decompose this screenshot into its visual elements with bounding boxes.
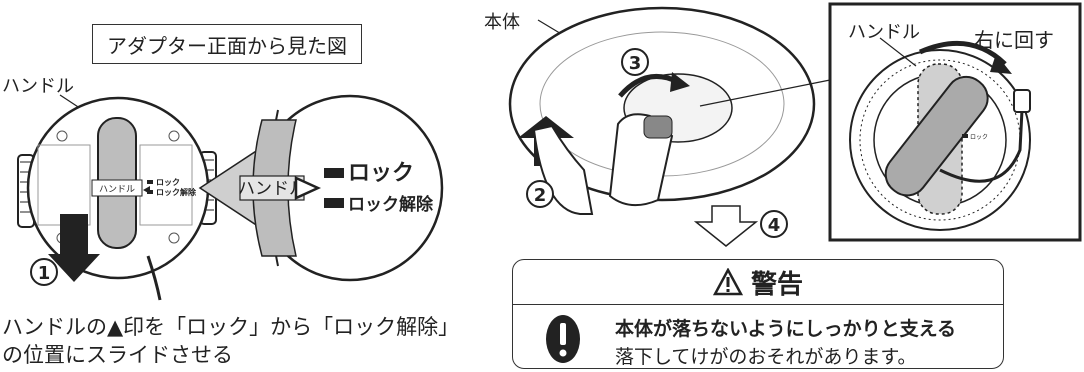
inset-handle-leader [879, 37, 917, 67]
step-2-number: 2 [534, 185, 547, 206]
step-3-badge [621, 48, 649, 76]
screw-icon [56, 130, 68, 142]
warning-normal-text: 落下してけがのおそれがあります。 [615, 346, 917, 368]
step-1-badge [30, 258, 58, 286]
zoom-unlock-marker [324, 198, 344, 208]
instruction-line-1: ハンドルの▲印を「ロック」から「ロック解除」 [2, 315, 460, 339]
screw-icon [168, 130, 180, 142]
inset-rotate-arrowhead-icon [990, 54, 1012, 74]
warning-header: 警告 [513, 260, 1003, 305]
zoom-unlock-label: ロック解除 [348, 194, 434, 215]
step-2-badge [526, 180, 554, 208]
screw-icon [168, 232, 180, 244]
cable [146, 255, 162, 301]
inset-handle [884, 75, 989, 197]
inset-cable [939, 109, 1024, 183]
inset-lock-marker [962, 134, 968, 138]
zoom-lock-marker [324, 168, 344, 178]
unlock-marker-small [147, 190, 153, 194]
down-arrow-icon [48, 214, 100, 282]
step-3-number: 3 [629, 53, 642, 74]
inset-connector [1013, 89, 1031, 113]
step-4-badge [760, 210, 788, 238]
inset-handle-label: ハンドル [848, 22, 920, 43]
warning-body: 本体が落ちないようにしっかりと支える 落下してけがのおそれがあります。 [535, 312, 993, 368]
zoom-handle-label: ハンドル [238, 179, 306, 199]
view-caption: アダプター正面から見た図 [92, 24, 362, 64]
exclamation-icon [546, 315, 580, 363]
zoom-handle-plate [239, 175, 305, 201]
adapter-in-hand [643, 115, 673, 139]
mounting-diagram: 3 2 4 ロック [508, 2, 1082, 247]
inset-pointer [699, 79, 831, 107]
warning-title: 警告 [750, 269, 803, 300]
step-4-number: 4 [768, 215, 781, 236]
warning-box: 警告 本体が落ちないようにしっかりと支える 落下してけがのおそれがあります。 [512, 259, 1004, 369]
hand-left [532, 124, 594, 215]
step-1-number: 1 [38, 263, 51, 284]
warning-triangle-icon [712, 268, 743, 296]
handle-label: ハンドル [2, 76, 74, 97]
body-label: 本体 [484, 12, 520, 33]
zoom-lock-label: ロック [348, 161, 414, 186]
zoom-marker-icon [294, 176, 322, 200]
instruction-text: ハンドルの▲印を「ロック」から「ロック解除」 の位置にスライドさせる [2, 313, 459, 369]
lock-marker-small [147, 180, 153, 184]
unlock-label-small: ロック解除 [156, 187, 197, 197]
handle-inner-plate [91, 179, 143, 197]
adapter-diagram: ハンドル ロック ロック解除 1 ハンドル ロック ロック解除 [17, 94, 444, 301]
down-hollow-arrow-icon [693, 205, 759, 247]
lock-label-small: ロック [156, 177, 180, 187]
handle-inner-label: ハンドル [99, 185, 135, 195]
rotate-arrowhead-icon [670, 72, 690, 92]
inset-rotate-label: 右に回す [974, 28, 1054, 52]
inset-mini-lock-label: ロック [970, 134, 988, 141]
warning-bold-text: 本体が落ちないようにしっかりと支える [615, 318, 957, 340]
instruction-line-2: の位置にスライドさせる [2, 343, 233, 367]
